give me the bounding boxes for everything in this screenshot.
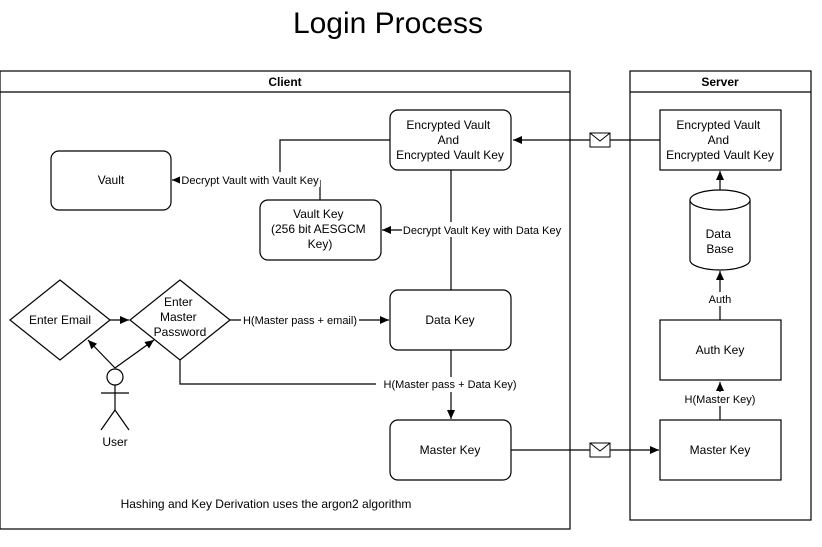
node-data-key: Data Key <box>389 289 512 351</box>
node-enter-master-password: Enter Master Password <box>129 279 231 361</box>
edge-user-to-inputs <box>87 339 155 369</box>
svg-text:H(Master pass + Data Key): H(Master pass + Data Key) <box>384 379 517 391</box>
label-auth: Auth <box>707 292 733 306</box>
node-vault: Vault <box>50 150 172 211</box>
client-footnote: Hashing and Key Derivation uses the argo… <box>121 497 412 511</box>
node-server-encrypted-vault: Encrypted Vault And Encrypted Vault Key <box>659 109 782 171</box>
svg-text:Enter Email: Enter Email <box>29 313 91 327</box>
svg-text:Decrypt Vault with Vault Key: Decrypt Vault with Vault Key <box>181 175 319 187</box>
envelope-icon <box>589 442 611 458</box>
svg-text:H(Master pass + email): H(Master pass + email) <box>243 315 357 327</box>
svg-text:Vault Key (256 bit AESGC: Vault Key (256 bit AESGCM Key) <box>271 207 369 251</box>
svg-text:Encrypted Vault And: Encrypted Vault And Encrypted Vault Key <box>396 118 504 162</box>
envelope-icon <box>589 132 611 148</box>
user-stick-figure-icon <box>100 368 130 431</box>
label-h-master-data-key: H(Master pass + Data Key) <box>376 377 524 392</box>
node-vault-key: Vault Key (256 bit AESGCM Key) <box>259 199 382 261</box>
client-label: Client <box>268 75 301 89</box>
svg-text:Enter Master Passw: Enter Master Password <box>154 295 207 339</box>
server-label: Server <box>701 75 739 89</box>
node-client-encrypted-vault: Encrypted Vault And Encrypted Vault Key <box>389 109 512 171</box>
svg-text:Decrypt Vault Key with Data Ke: Decrypt Vault Key with Data Key <box>403 225 562 237</box>
node-database: Data Base <box>689 189 751 271</box>
svg-text:Vault: Vault <box>98 173 125 187</box>
node-client-master-key: Master Key <box>389 419 512 481</box>
label-h-master-email: H(Master pass + email) <box>241 313 359 328</box>
user-label: User <box>102 435 127 449</box>
svg-text:Auth: Auth <box>709 294 732 306</box>
svg-text:Data Key: Data Key <box>425 313 474 327</box>
label-decrypt-vault: Decrypt Vault with Vault Key <box>180 172 320 187</box>
node-enter-email: Enter Email <box>9 279 111 361</box>
svg-text:Master Key: Master Key <box>420 443 481 457</box>
svg-text:Encrypted Vault And: Encrypted Vault And Encrypted Vault Key <box>666 118 774 162</box>
label-h-master-key: H(Master Key) <box>684 392 756 406</box>
svg-text:Master Key: Master Key <box>690 443 751 457</box>
svg-text:Auth Key: Auth Key <box>696 343 745 357</box>
node-server-master-key: Master Key <box>659 419 782 481</box>
label-decrypt-vault-key: Decrypt Vault Key with Data Key <box>402 222 562 237</box>
node-auth-key: Auth Key <box>659 319 782 381</box>
diagram-title: Login Process <box>293 7 483 40</box>
svg-text:H(Master Key): H(Master Key) <box>685 394 756 406</box>
svg-text:Data Base: Data Base <box>706 227 735 256</box>
